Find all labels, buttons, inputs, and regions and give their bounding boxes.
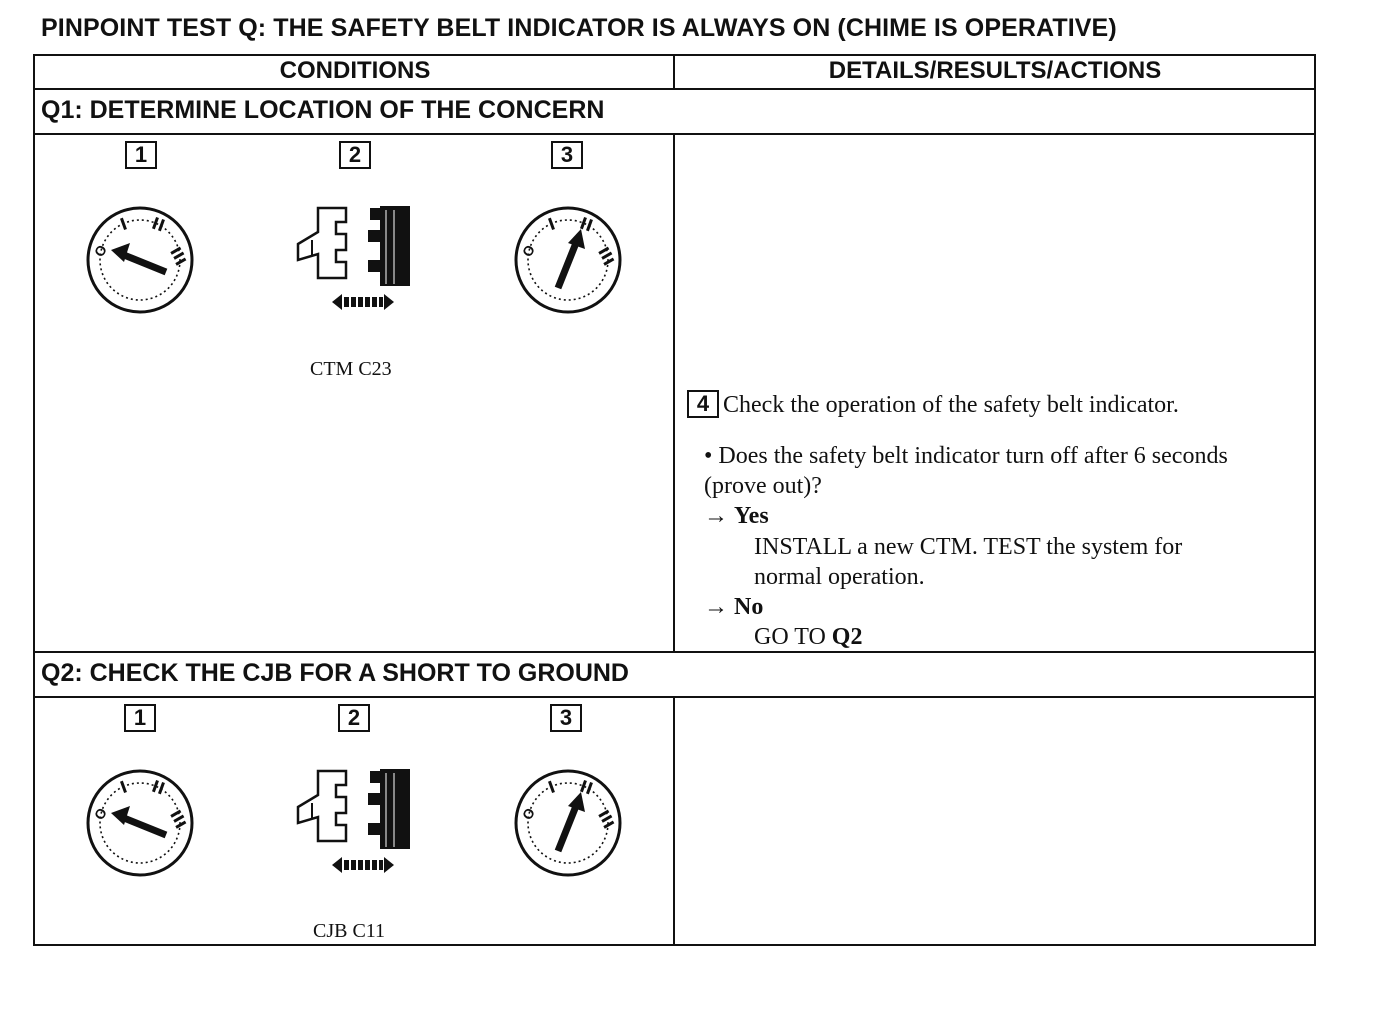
ignition-switch-off-icon: O [86,206,194,314]
column-divider-header [673,54,675,90]
column-divider-q1 [673,133,675,653]
page-title: PINPOINT TEST Q: THE SAFETY BELT INDICAT… [41,14,1117,42]
svg-text:O: O [519,242,538,260]
q1-heading: Q1: DETERMINE LOCATION OF THE CONCERN [41,96,605,124]
q1-step-4-box: 4 [687,390,719,418]
q1-no-action-target: Q2 [831,624,863,650]
column-header-details: DETAILS/RESULTS/ACTIONS [828,57,1162,84]
svg-text:O: O [91,805,110,823]
q1-no-action: GO TO Q2 [754,622,862,652]
q2-step-1-box: 1 [124,704,156,732]
q1-no-result: → No [704,592,763,622]
q1-step-2-box: 2 [339,141,371,169]
q2-step-2-box: 2 [338,704,370,732]
svg-text:O: O [91,242,110,260]
q2-connector-label: CJB C11 [313,920,386,942]
svg-text:O: O [519,805,538,823]
q1-yes-label: Yes [734,503,769,529]
q1-yes-action-line-2: normal operation. [754,564,925,590]
column-header-conditions: CONDITIONS [279,57,431,84]
q2-step-3-box: 3 [550,704,582,732]
q1-question-line-2: (prove out)? [704,473,822,499]
q1-yes-result: → Yes [704,501,769,531]
q1-connector-label: CTM C23 [310,358,392,380]
yes-arrow-icon: → [704,503,728,529]
q1-question-line-1: • Does the safety belt indicator turn of… [704,443,1228,469]
q1-yes-action-line-1: INSTALL a new CTM. TEST the system for [754,534,1183,560]
q1-step-1-box: 1 [125,141,157,169]
q1-no-label: No [734,594,764,620]
connector-disconnect-icon [296,769,410,873]
q1-step-3-box: 3 [551,141,583,169]
ignition-switch-run-icon: O [514,206,622,314]
no-arrow-icon: → [704,594,728,620]
q2-heading: Q2: CHECK THE CJB FOR A SHORT TO GROUND [41,659,629,687]
q1-no-action-prefix: GO TO [754,624,826,650]
column-divider-q2 [673,696,675,946]
q1-step-4-instruction: Check the operation of the safety belt i… [723,392,1179,418]
ignition-switch-run-icon: O [514,769,622,877]
ignition-switch-off-icon: O [86,769,194,877]
connector-disconnect-icon [296,206,410,310]
